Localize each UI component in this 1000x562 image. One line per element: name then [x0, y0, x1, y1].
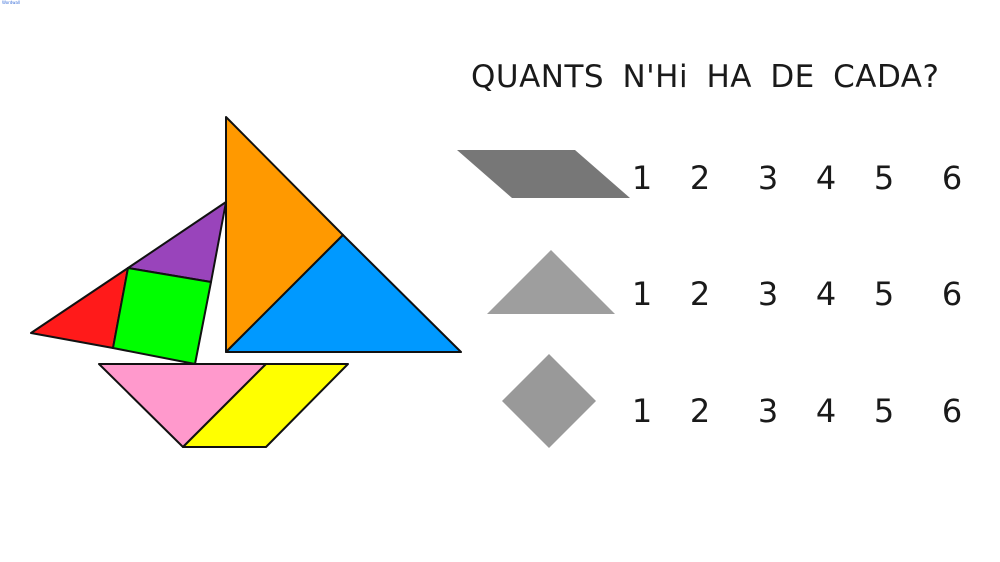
row3-option-6[interactable]: 6	[941, 392, 963, 430]
green-square	[112, 267, 212, 365]
row2-option-6[interactable]: 6	[941, 275, 963, 313]
question-title: QUANTS N'Hi HA DE CADA?	[471, 59, 940, 95]
square-icon	[502, 354, 596, 448]
row1-option-5[interactable]: 5	[873, 159, 895, 197]
row1-option-1[interactable]: 1	[631, 159, 653, 197]
row2-option-1[interactable]: 1	[631, 275, 653, 313]
row2-option-4[interactable]: 4	[815, 275, 837, 313]
row2-option-2[interactable]: 2	[689, 275, 711, 313]
triangle-icon	[487, 250, 615, 314]
row1-option-6[interactable]: 6	[941, 159, 963, 197]
row3-option-1[interactable]: 1	[631, 392, 653, 430]
row1-option-4[interactable]: 4	[815, 159, 837, 197]
row2-option-5[interactable]: 5	[873, 275, 895, 313]
row1-option-2[interactable]: 2	[689, 159, 711, 197]
row1-option-3[interactable]: 3	[757, 159, 779, 197]
blue-triangle	[225, 234, 462, 353]
row3-option-5[interactable]: 5	[873, 392, 895, 430]
red-triangle	[30, 267, 129, 349]
logo: Wordwall	[2, 0, 21, 5]
yellow-parallelogram	[182, 363, 349, 448]
row3-option-2[interactable]: 2	[689, 392, 711, 430]
row3-option-4[interactable]: 4	[815, 392, 837, 430]
tangram-sailboat	[30, 116, 462, 448]
row3-option-3[interactable]: 3	[757, 392, 779, 430]
parallelogram-icon	[457, 150, 630, 198]
row2-option-3[interactable]: 3	[757, 275, 779, 313]
